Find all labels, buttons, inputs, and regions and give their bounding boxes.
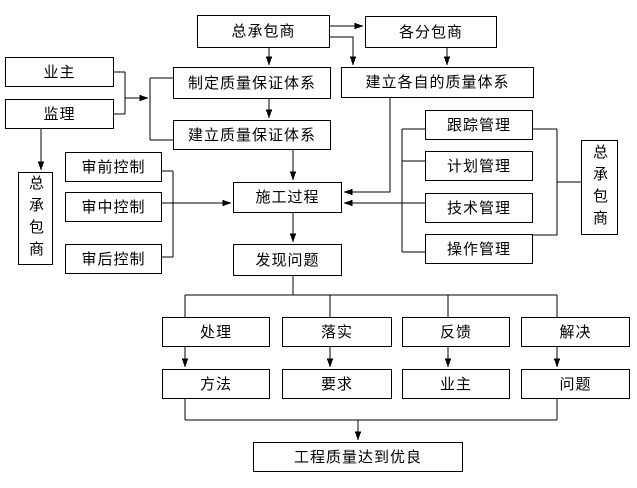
- node-general-contractor-top: 总承包商: [197, 15, 330, 48]
- node-general-contractor-right: 总承包商: [581, 140, 618, 235]
- node-quality-excellent: 工程质量达到优良: [253, 442, 463, 472]
- node-planning-management: 计划管理: [425, 151, 533, 181]
- bracket-management-right: [533, 128, 581, 236]
- edge-gc-top-to-establish-own: [330, 36, 357, 66]
- node-solve: 解决: [521, 317, 630, 347]
- node-technical-management: 技术管理: [425, 193, 533, 223]
- bracket-management-left: [401, 128, 425, 253]
- node-tracking-management: 跟踪管理: [425, 110, 533, 140]
- bracket-owner-supervisor: [114, 71, 126, 115]
- node-formulate-qa-system: 制定质量保证体系: [173, 67, 331, 99]
- node-establish-own-quality-system: 建立各自的质量体系: [341, 67, 534, 98]
- distribution-find-problems: [184, 276, 558, 317]
- node-requirement: 要求: [282, 369, 392, 399]
- node-post-audit-control: 审后控制: [65, 244, 162, 274]
- node-operation-management: 操作管理: [425, 234, 533, 264]
- node-owner-bottom: 业主: [402, 369, 510, 399]
- edge-establish-own-to-construction: [343, 97, 391, 196]
- node-subcontractors: 各分包商: [365, 16, 497, 48]
- node-implement: 落实: [282, 317, 392, 347]
- node-handle: 处理: [162, 317, 270, 347]
- node-mid-audit-control: 审中控制: [65, 192, 162, 222]
- collector-method-problem: [184, 399, 558, 421]
- node-general-contractor-left: 总承包商: [18, 172, 53, 265]
- node-method: 方法: [162, 369, 270, 399]
- node-supervisor: 监理: [5, 99, 114, 129]
- node-establish-qa-system: 建立质量保证体系: [173, 120, 331, 150]
- node-owner: 业主: [5, 57, 114, 87]
- node-find-problems: 发现问题: [233, 244, 342, 276]
- bracket-audit-controls: [162, 170, 174, 258]
- node-pre-audit-control: 审前控制: [65, 152, 162, 182]
- node-construction-process: 施工过程: [233, 182, 342, 213]
- splitter-to-qa-boxes: [149, 77, 173, 141]
- node-problem: 问题: [521, 369, 630, 399]
- node-feedback: 反馈: [402, 317, 510, 347]
